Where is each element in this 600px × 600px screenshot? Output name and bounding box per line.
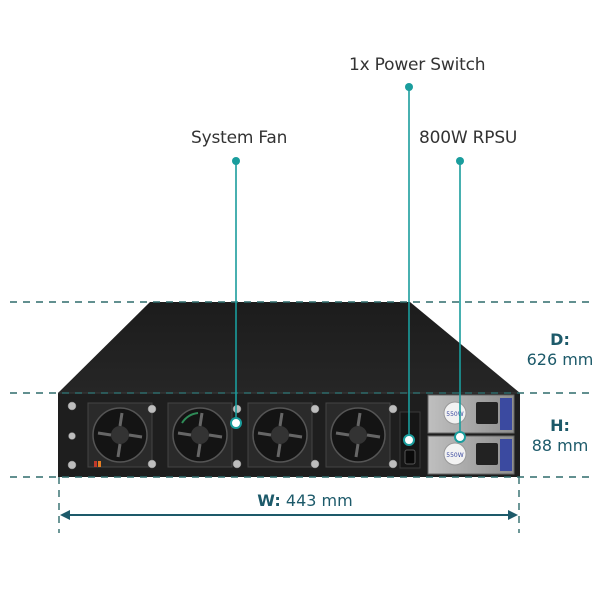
fan-bank — [87, 402, 391, 468]
rpsu-label: 800W RPSU — [419, 128, 518, 148]
fan-icon — [247, 402, 313, 468]
fan-icon — [87, 402, 153, 468]
width-arrow — [60, 510, 518, 520]
screws — [67, 401, 398, 470]
height-value: 88 mm — [531, 436, 589, 455]
psu-label: 550W — [446, 411, 463, 418]
depth-dimension: D: 626 mm — [522, 330, 598, 370]
width-key: W: — [257, 491, 281, 510]
power-supply-icon: 550W — [427, 394, 515, 434]
arrow-left-icon — [60, 510, 70, 520]
power-switch-label: 1x Power Switch — [349, 55, 486, 75]
height-key: H: — [550, 416, 570, 435]
arrow-right-icon — [508, 510, 518, 520]
power-supply-icon: 550W — [427, 435, 515, 475]
fan-icon — [167, 402, 233, 468]
dimension-guides — [10, 301, 595, 533]
chassis-top — [58, 302, 520, 393]
width-dimension: W: 443 mm — [230, 491, 380, 511]
width-value: 443 mm — [285, 491, 353, 510]
callout-leaders — [230, 83, 466, 446]
depth-value: 626 mm — [526, 350, 594, 369]
psu-label: 550W — [446, 452, 463, 459]
height-dimension: H: 88 mm — [522, 416, 598, 456]
system-fan-label: System Fan — [191, 128, 288, 148]
depth-key: D: — [550, 330, 570, 349]
fan-icon — [325, 402, 391, 468]
